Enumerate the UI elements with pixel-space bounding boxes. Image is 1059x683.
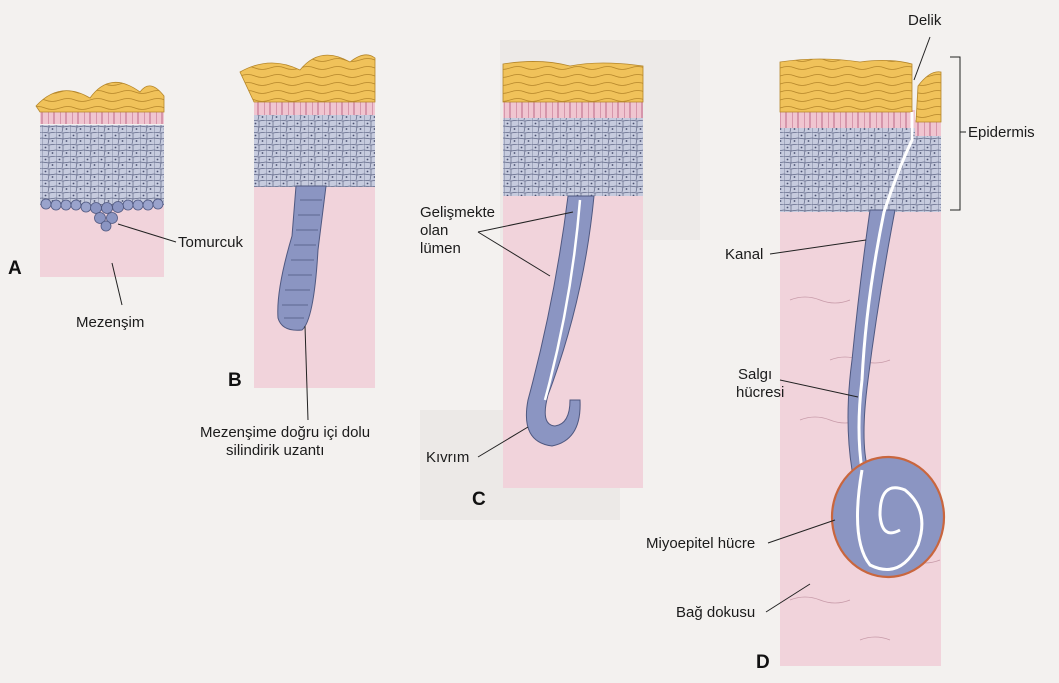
panel-b [240, 55, 375, 420]
panel-letter-a: A [8, 258, 22, 280]
label-salgi-line2: hücresi [736, 384, 784, 402]
epidermis-bracket [950, 57, 966, 210]
label-kivrim: Kıvrım [426, 449, 469, 467]
panel-d-keratin-left [780, 59, 912, 112]
panel-b-epidermis [254, 115, 375, 187]
panel-b-keratin [240, 55, 375, 102]
label-tomurcuk: Tomurcuk [178, 234, 243, 252]
label-miyoepitel: Miyoepitel hücre [646, 535, 755, 553]
label-lumen-line2: olan [420, 222, 448, 240]
label-mezensim: Mezenşim [76, 314, 144, 332]
panel-c-epidermis [503, 118, 643, 196]
panel-a-epidermis [40, 125, 164, 205]
panel-d-pink-layer [780, 110, 915, 128]
panel-c-keratin [503, 61, 643, 102]
delik-leader [914, 37, 930, 80]
label-lumen-line3: lümen [420, 240, 461, 258]
panel-d-secretory-coil [832, 457, 944, 577]
panel-a-keratin [36, 82, 164, 112]
panel-letter-b: B [228, 370, 242, 392]
label-uzanti-line1: Mezenşime doğru içi dolu [200, 424, 370, 442]
panel-letter-c: C [472, 489, 486, 511]
panel-letter-d: D [756, 652, 770, 674]
label-lumen-line1: Gelişmekte [420, 204, 495, 222]
label-epidermis: Epidermis [968, 124, 1035, 142]
label-kanal: Kanal [725, 246, 763, 264]
label-delik: Delik [908, 12, 941, 30]
panel-d-keratin-right [916, 72, 941, 122]
panel-d [766, 37, 966, 666]
label-uzanti-line2: silindirik uzantı [226, 442, 324, 460]
panel-c-pink-layer [503, 100, 643, 118]
label-bag-dokusu: Bağ dokusu [676, 604, 755, 622]
panel-a [36, 82, 176, 305]
label-salgi-line1: Salgı [738, 366, 772, 384]
panel-d-epidermis [780, 128, 941, 212]
